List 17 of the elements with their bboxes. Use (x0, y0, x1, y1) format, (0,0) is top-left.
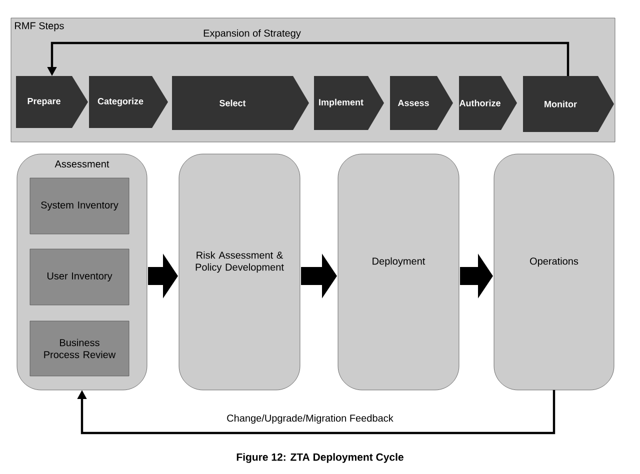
figure-caption: Figure 12: ZTA Deployment Cycle (236, 453, 404, 463)
edge-label: Change/Upgrade/Migration Feedback (226, 413, 394, 425)
phase-box: Deployment (338, 154, 460, 390)
edge-label: Expansion of Strategy (202, 28, 302, 40)
step-pentagon: Monitor (523, 76, 614, 132)
task-box: Business Process Review (30, 320, 130, 376)
task-box: User Inventory (30, 248, 130, 306)
step-pentagon: Assess (390, 76, 453, 130)
task-box: System Inventory (30, 178, 130, 234)
feedback-arrow (77, 390, 556, 434)
step-pentagon: Authorize (459, 76, 517, 130)
step-pentagon: Categorize (89, 76, 168, 128)
phase-box: Risk Assessment & Policy Development (178, 154, 300, 390)
step-pentagon: Prepare (16, 76, 88, 128)
step-pentagon: Select (172, 76, 309, 130)
step-pentagon: Implement (314, 76, 384, 130)
phase-box: Operations (494, 154, 614, 390)
